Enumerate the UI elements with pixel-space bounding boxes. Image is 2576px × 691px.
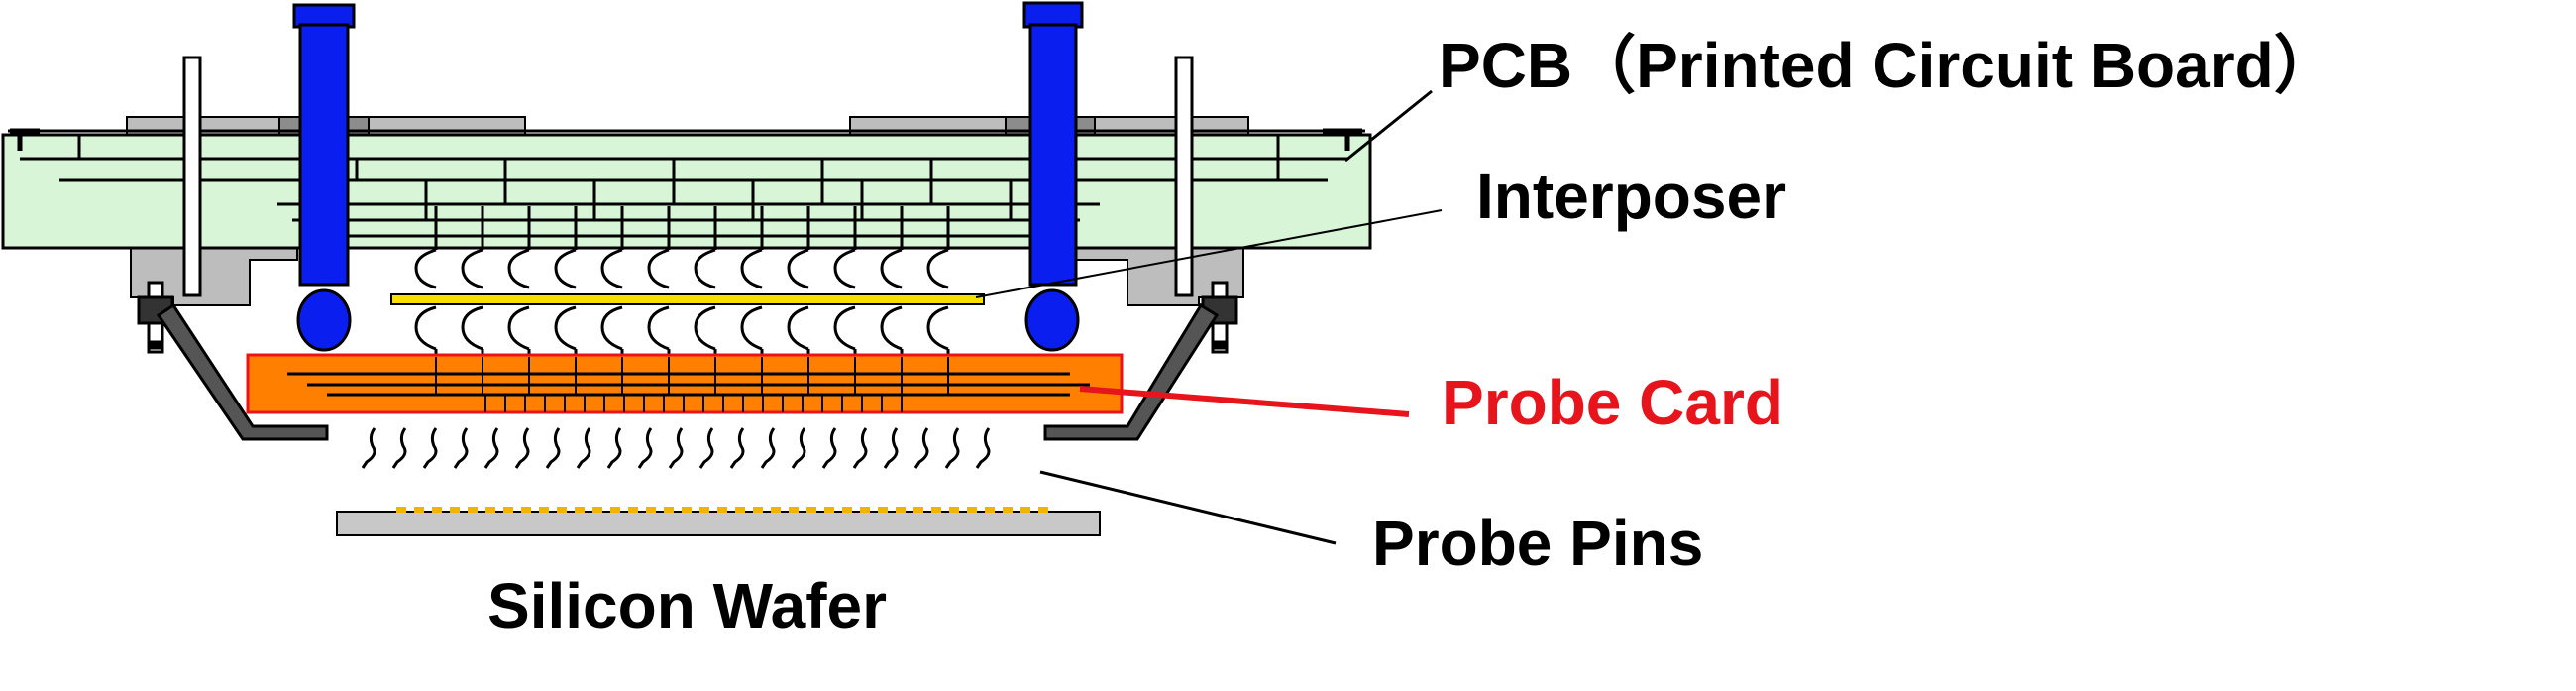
spring-arc-upper	[740, 248, 763, 289]
leader-interposer	[975, 209, 1443, 298]
spring-arc-lower	[926, 305, 949, 351]
spring-arc-upper	[694, 248, 716, 289]
leader-pcb	[1344, 89, 1433, 163]
probe-pin	[453, 427, 469, 469]
probe-card-traces	[287, 372, 1090, 397]
post-left	[292, 3, 356, 352]
probe-pin	[668, 427, 684, 469]
interposer-spring-contacts	[414, 206, 950, 357]
spring-arc-lower	[461, 305, 483, 351]
probe-pin	[821, 427, 837, 469]
probe-pin	[852, 427, 868, 469]
label-interposer: Interposer	[1476, 161, 1786, 232]
label-pcb: PCB（Printed Circuit Board）	[1439, 30, 2337, 101]
spring-arc-lower	[554, 305, 577, 351]
spring-arc-lower	[600, 305, 623, 351]
probe-pin	[698, 427, 714, 469]
spring-arc-lower	[740, 305, 763, 351]
spring-arc-upper	[600, 248, 623, 289]
probe-pin	[913, 427, 929, 469]
spring-arc-upper	[833, 248, 856, 289]
pcb-traces	[20, 135, 1347, 238]
lower-support-right	[1074, 247, 1244, 306]
spring-arc-lower	[787, 305, 809, 351]
holder-right	[1043, 302, 1220, 441]
probe-pin-array	[361, 427, 991, 469]
screw-left	[182, 56, 202, 297]
silicon-wafer	[336, 511, 1101, 536]
probe-pin	[483, 427, 499, 469]
probe-pin	[729, 427, 745, 469]
spring-arc-upper	[647, 248, 670, 289]
spring-arc-lower	[694, 305, 716, 351]
probe-pin	[545, 427, 561, 469]
pcb-body	[1, 133, 1372, 250]
probe-pin	[760, 427, 776, 469]
leader-probe-card	[1079, 386, 1410, 417]
probe-pin	[944, 427, 960, 469]
probe-pin	[637, 427, 653, 469]
probe-pin	[391, 427, 407, 469]
probe-pin	[514, 427, 530, 469]
spring-arc-upper	[554, 248, 577, 289]
spring-arc-lower	[507, 305, 530, 351]
leader-probe-pins	[1039, 470, 1337, 545]
probe-pin	[576, 427, 591, 469]
spring-arc-lower	[880, 305, 903, 351]
screw-right	[1174, 56, 1194, 297]
probe-pin	[791, 427, 806, 469]
spring-arc-upper	[880, 248, 903, 289]
label-silicon-wafer: Silicon Wafer	[487, 570, 887, 641]
spring-arc-lower	[414, 305, 437, 351]
spring-arc-upper	[926, 248, 949, 289]
label-probe-card: Probe Card	[1442, 367, 1783, 438]
probe-pin	[975, 427, 991, 469]
probe-pin	[422, 427, 438, 469]
probe-pin	[883, 427, 899, 469]
probe-pin	[361, 427, 376, 469]
interposer-strip	[390, 293, 985, 305]
probe-card-vias	[435, 357, 949, 412]
spring-arc-lower	[833, 305, 856, 351]
spring-arc-upper	[414, 248, 437, 289]
post-right	[1022, 1, 1084, 352]
label-probe-pins: Probe Pins	[1372, 508, 1703, 579]
spring-arc-upper	[787, 248, 809, 289]
pcb-surface-pads	[10, 128, 1362, 151]
spring-arc-upper	[461, 248, 483, 289]
holder-left	[156, 302, 329, 441]
probe-pin	[606, 427, 622, 469]
spring-arc-lower	[647, 305, 670, 351]
spring-arc-upper	[507, 248, 530, 289]
